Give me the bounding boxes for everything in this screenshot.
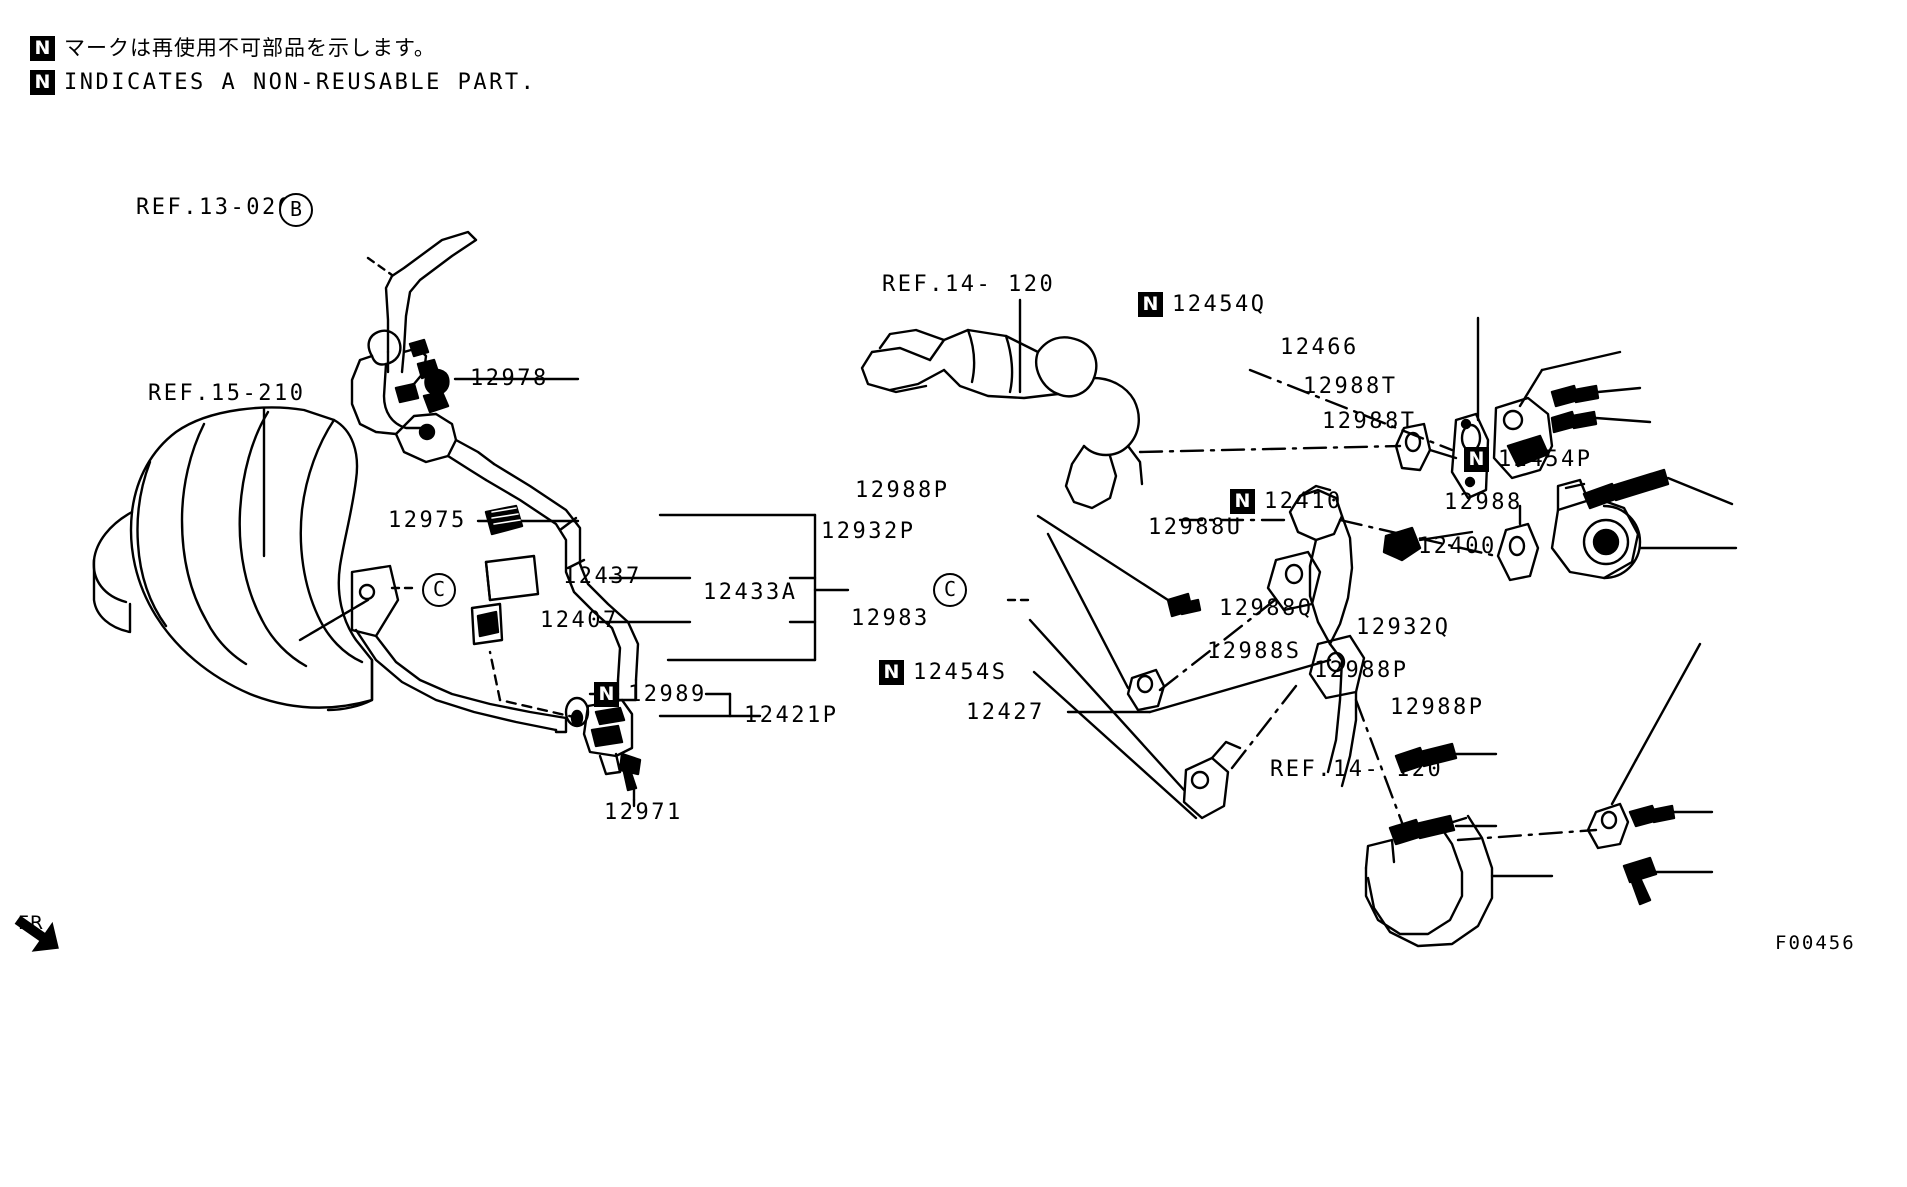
part-12988T-upper-label: 12988T [1303,374,1398,399]
circle-c-left: C [422,573,456,607]
ref-13-020-circle-b: B [279,193,313,227]
part-12400-label: 12400 [1418,534,1497,559]
part-12421P-label: 12421P [744,703,839,728]
part-12975-label: 12975 [388,508,467,533]
part-12988T-lower-label: 12988T [1322,409,1417,434]
part-12988P-upper-label: 12988P [855,478,950,503]
part-12410-group: N 12410 [1230,489,1343,514]
part-12454Q-group: N 12454Q [1138,292,1266,317]
legend-japanese: N マークは再使用不可部品を示します。 [30,36,436,61]
part-12988P-mid-label: 12988P [1314,658,1409,683]
part-12971-label: 12971 [604,800,683,825]
part-12978-label: 12978 [470,366,549,391]
non-reusable-badge-icon: N [1138,292,1163,317]
part-12437-label: 12437 [563,564,642,589]
part-12454S-label: 12454S [913,659,1008,685]
part-12427-label: 12427 [966,700,1045,725]
part-12988U-label: 12988U [1148,515,1243,540]
part-12989-label: 12989 [628,681,707,707]
non-reusable-badge-icon: N [30,70,55,95]
drawing-number: F00456 [1775,932,1856,954]
part-12988Q-label: 12988Q [1219,596,1314,621]
part-12988P-bottom-label: 12988P [1390,695,1485,720]
part-12454S-group: N 12454S [879,660,1007,685]
part-12989-group: N 12989 [594,682,707,707]
part-12454P-group: N 12454P [1464,447,1592,472]
part-12983-label: 12983 [851,606,930,631]
part-12932P-label: 12932P [821,519,916,544]
non-reusable-badge-icon: N [1464,447,1489,472]
non-reusable-badge-icon: N [30,36,55,61]
legend-english: N INDICATES A NON-REUSABLE PART. [30,70,536,95]
part-12988-label: 12988 [1444,490,1523,515]
part-12410-label: 12410 [1264,488,1343,514]
part-12454Q-label: 12454Q [1172,291,1267,317]
part-12932Q-label: 12932Q [1356,615,1451,640]
non-reusable-badge-icon: N [1230,489,1255,514]
ref-14-120-bottom-label: REF.14- 120 [1270,757,1444,782]
non-reusable-badge-icon: N [594,682,619,707]
part-12988S-label: 12988S [1207,639,1302,664]
ref-14-120-top-label: REF.14- 120 [882,272,1056,297]
orientation-label: FR [18,912,45,934]
legend-japanese-text: マークは再使用不可部品を示します。 [64,36,436,60]
circle-c-right: C [933,573,967,607]
ref-15-210-label: REF.15-210 [148,381,306,406]
part-12433A-label: 12433A [703,580,798,605]
part-12454P-label: 12454P [1498,446,1593,472]
part-12466-label: 12466 [1280,335,1359,360]
part-12407-label: 12407 [540,608,619,633]
legend-english-text: INDICATES A NON-REUSABLE PART. [64,69,537,95]
ref-13-020-label: REF.13-020 [136,195,294,220]
non-reusable-badge-icon: N [879,660,904,685]
